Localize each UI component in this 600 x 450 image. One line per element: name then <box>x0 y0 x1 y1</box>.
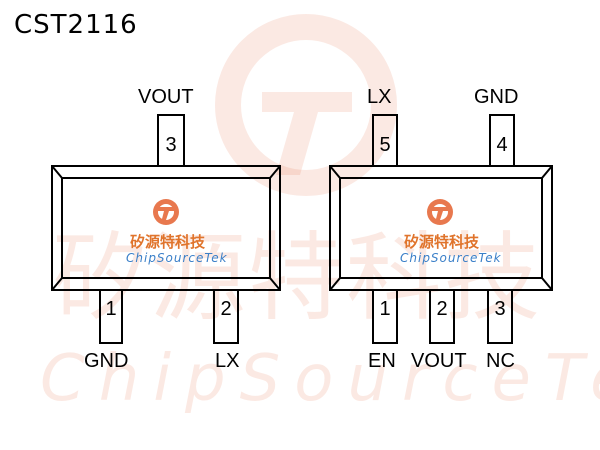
pin-name-right-4: GND <box>474 86 519 108</box>
pin-number-left-2: 2 <box>220 298 232 320</box>
brand-logo-left-icon <box>153 199 179 225</box>
pin-number-right-4: 4 <box>496 134 508 156</box>
pin-name-right-3: NC <box>486 350 515 372</box>
pin-name-left-3: VOUT <box>138 86 194 108</box>
pin-number-right-1: 1 <box>379 298 391 320</box>
brand-cn-left: 矽源特科技 <box>130 233 206 251</box>
part-number-title: CST2116 <box>14 10 138 40</box>
package-left-pin-1 <box>99 289 123 344</box>
pin-number-left-3: 3 <box>165 134 177 156</box>
pin-name-right-1: EN <box>368 350 396 372</box>
watermark-en-text: ChipSourceTek <box>40 342 600 416</box>
brand-en-left: ChipSourceTek <box>126 251 228 265</box>
brand-logo-right-icon <box>427 199 453 225</box>
pin-name-right-2: VOUT <box>411 350 467 372</box>
pin-number-right-5: 5 <box>379 134 391 156</box>
brand-cn-right: 矽源特科技 <box>404 233 480 251</box>
pin-number-right-3: 3 <box>494 298 506 320</box>
package-left-body <box>51 165 281 291</box>
package-right-pin-2 <box>429 289 455 344</box>
pin-number-left-1: 1 <box>105 298 117 320</box>
pin-name-left-2: LX <box>215 350 240 372</box>
package-right-pin-5 <box>372 114 398 167</box>
pin-name-right-5: LX <box>367 86 392 108</box>
package-left-pin-2 <box>213 289 239 344</box>
package-right-pin-4 <box>489 114 515 167</box>
package-right-body <box>329 165 553 291</box>
package-right-pin-3 <box>487 289 513 344</box>
pin-name-left-1: GND <box>84 350 129 372</box>
brand-en-right: ChipSourceTek <box>400 251 502 265</box>
pin-number-right-2: 2 <box>436 298 448 320</box>
package-right-pin-1 <box>372 289 398 344</box>
package-left-pin-3 <box>157 114 185 167</box>
